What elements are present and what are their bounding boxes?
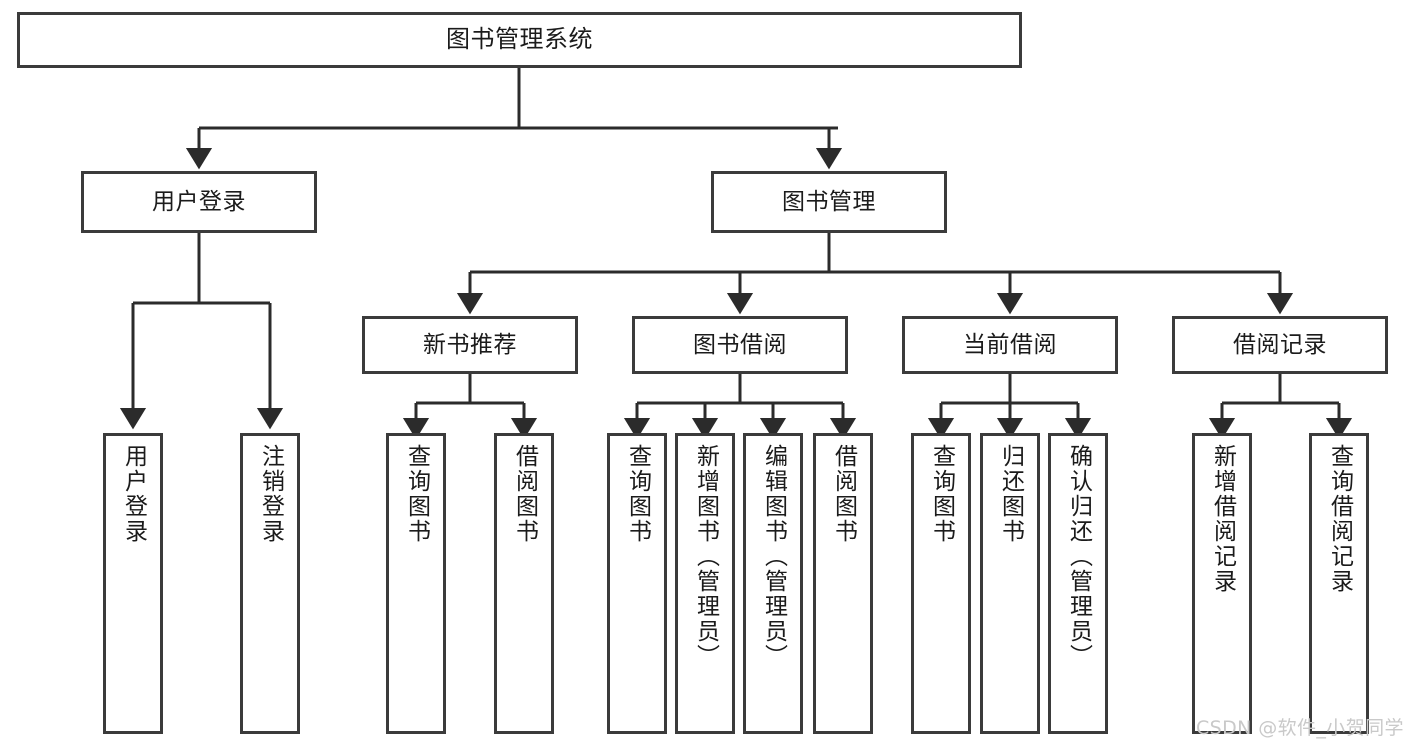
leaf-record-query-record[interactable]: 查询借阅记录 xyxy=(1309,433,1369,734)
leaf-borrow-query-book[interactable]: 查询图书 xyxy=(607,433,667,734)
node-label: 图书借阅 xyxy=(693,331,787,358)
leaf-record-add-record[interactable]: 新增借阅记录 xyxy=(1192,433,1252,734)
node-user-login[interactable]: 用户登录 xyxy=(81,171,317,233)
watermark-text: CSDN @软件_小贺同学 xyxy=(1196,717,1404,739)
leaf-recommend-query-book[interactable]: 查询图书 xyxy=(386,433,446,734)
node-label: 当前借阅 xyxy=(963,331,1057,358)
node-label: 用户登录 xyxy=(120,444,147,544)
node-label: 归还图书 xyxy=(997,444,1024,544)
node-book-management[interactable]: 图书管理 xyxy=(711,171,947,233)
node-label: 查询借阅记录 xyxy=(1326,444,1353,594)
leaf-user-login-login[interactable]: 用户登录 xyxy=(103,433,163,734)
node-current-borrow[interactable]: 当前借阅 xyxy=(902,316,1118,374)
node-label: 编辑图书（管理员） xyxy=(760,444,787,669)
node-root-system[interactable]: 图书管理系统 xyxy=(17,12,1022,68)
node-label: 新增借阅记录 xyxy=(1209,444,1236,594)
node-new-book-recommend[interactable]: 新书推荐 xyxy=(362,316,578,374)
node-label: 查询图书 xyxy=(624,444,651,544)
node-borrow-record[interactable]: 借阅记录 xyxy=(1172,316,1388,374)
node-label: 用户登录 xyxy=(152,188,246,215)
leaf-current-query-book[interactable]: 查询图书 xyxy=(911,433,971,734)
node-label: 借阅图书 xyxy=(830,444,857,544)
leaf-borrow-borrow-book[interactable]: 借阅图书 xyxy=(813,433,873,734)
node-label: 注销登录 xyxy=(257,444,284,544)
node-label: 借阅记录 xyxy=(1233,331,1327,358)
node-label: 新书推荐 xyxy=(423,331,517,358)
node-label: 借阅图书 xyxy=(511,444,538,544)
node-label: 查询图书 xyxy=(928,444,955,544)
leaf-current-confirm-return-admin[interactable]: 确认归还（管理员） xyxy=(1048,433,1108,734)
node-label: 确认归还（管理员） xyxy=(1065,444,1092,669)
leaf-current-return-book[interactable]: 归还图书 xyxy=(980,433,1040,734)
leaf-borrow-edit-book-admin[interactable]: 编辑图书（管理员） xyxy=(743,433,803,734)
node-label: 查询图书 xyxy=(403,444,430,544)
leaf-recommend-borrow-book[interactable]: 借阅图书 xyxy=(494,433,554,734)
node-label: 图书管理 xyxy=(782,188,876,215)
node-book-borrow[interactable]: 图书借阅 xyxy=(632,316,848,374)
node-label: 新增图书（管理员） xyxy=(692,444,719,669)
leaf-user-login-logout[interactable]: 注销登录 xyxy=(240,433,300,734)
leaf-borrow-add-book-admin[interactable]: 新增图书（管理员） xyxy=(675,433,735,734)
node-label: 图书管理系统 xyxy=(446,25,593,54)
